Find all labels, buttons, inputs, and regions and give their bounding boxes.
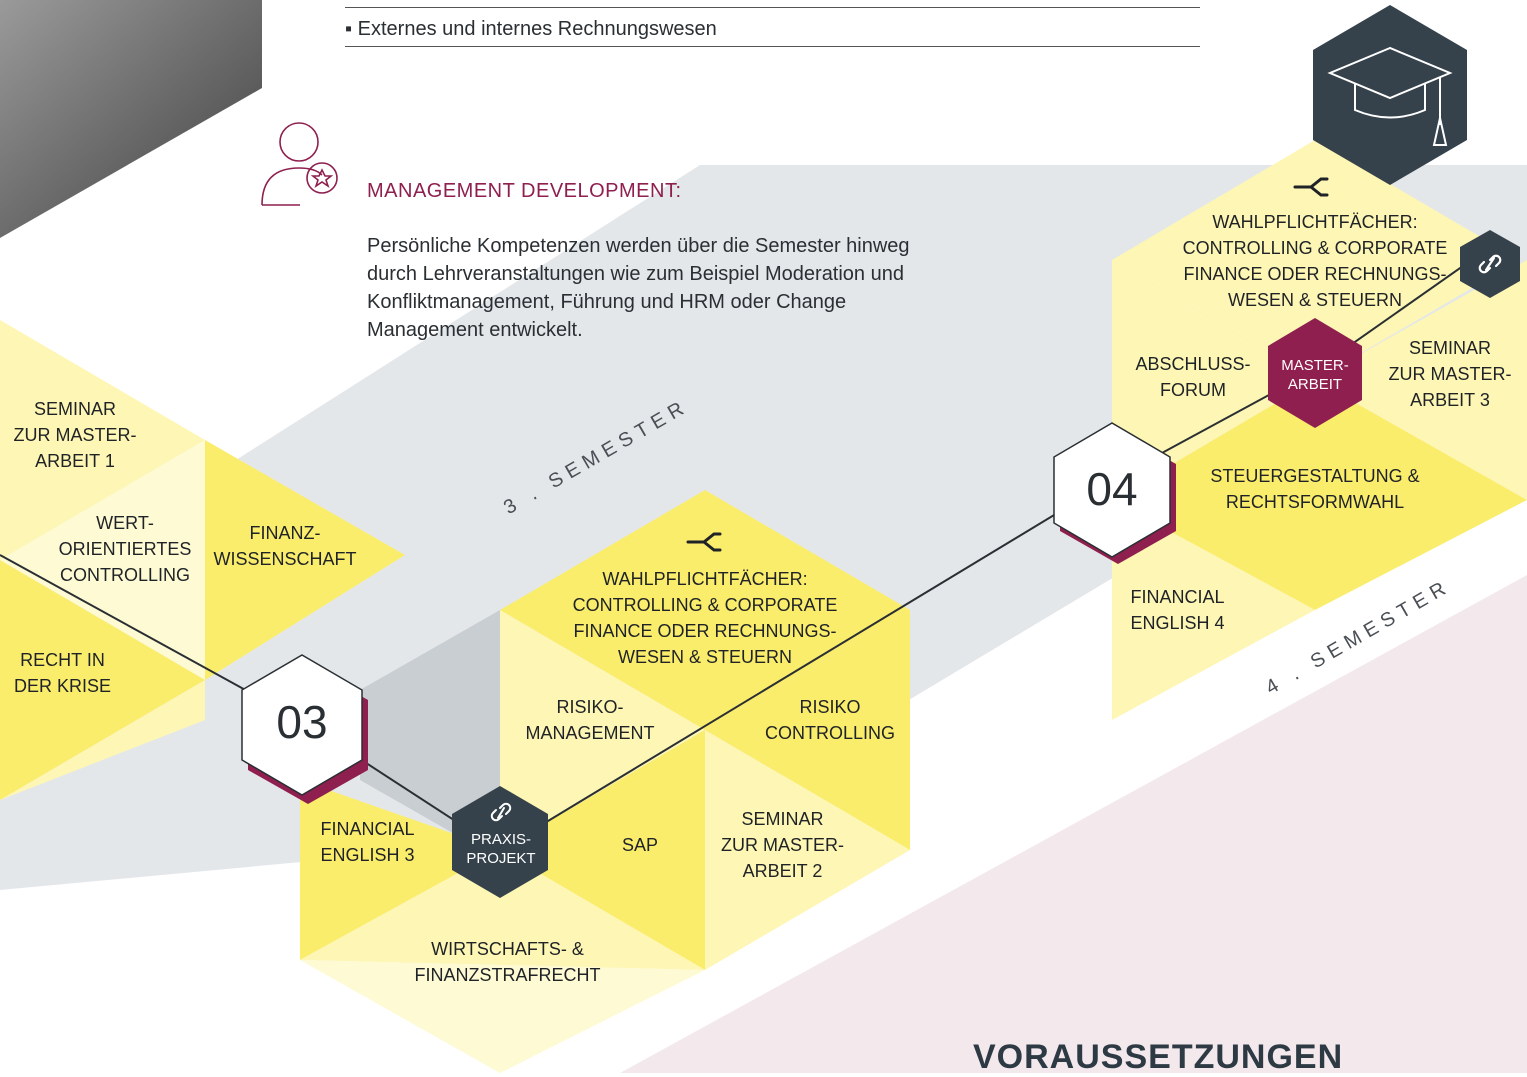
tri-abschluss (1112, 260, 1315, 500)
graduation-cap-icon (1327, 46, 1453, 146)
bullet-item: ▪ Externes und internes Rechnungswesen (345, 18, 717, 40)
tri-risikoman (500, 610, 705, 850)
divider-top (345, 7, 1200, 8)
hex-04 (1053, 422, 1171, 558)
tri-elective3-a (500, 490, 910, 610)
module-english3: FINANCIAL ENGLISH 3 (320, 819, 415, 865)
module-steuer: STEUERGESTALTUNG & RECHTSFORMWAHL (1210, 466, 1420, 512)
pink-background (620, 575, 1527, 1073)
tri-seminar3 (1315, 260, 1527, 500)
tri-finanz (205, 440, 405, 680)
tri-elective4-a (1112, 140, 1520, 260)
module-praxis: PRAXIS- PROJEKT (466, 831, 536, 867)
elective4: WAHLPFLICHTFÄCHER: CONTROLLING & CORPORA… (1182, 212, 1448, 310)
hex-master (1268, 318, 1362, 428)
module-seminar1: SEMINAR ZUR MASTER- ARBEIT 1 (13, 399, 137, 471)
module-seminar3: SEMINAR ZUR MASTER- ARBEIT 3 (1388, 338, 1512, 410)
module-english4: FINANCIAL ENGLISH 4 (1130, 587, 1225, 633)
tri-strafrecht-a (300, 850, 705, 970)
tri-recht-a (0, 560, 205, 800)
module-risikoman: RISIKO- MANAGEMENT (525, 697, 655, 743)
bullet-item-text: Externes und internes Rechnungswesen (357, 18, 717, 40)
tri-sap (500, 730, 705, 970)
link-icon (1478, 254, 1502, 274)
module-wert: WERT- ORIENTIERTES CONTROLLING (58, 513, 192, 585)
management-title: MANAGEMENT DEVELOPMENT: (367, 180, 682, 202)
tri-steuer (1112, 380, 1527, 610)
module-master: MASTER- ARBEIT (1281, 357, 1349, 393)
tri-english3 (300, 780, 500, 960)
module-risikocon: RISIKO CONTROLLING (764, 697, 896, 743)
link-icon-praxis (490, 802, 512, 822)
elective3: WAHLPFLICHTFÄCHER: CONTROLLING & CORPORA… (572, 569, 838, 667)
hex-praxis (452, 786, 548, 898)
module-finanz: FINANZ- WISSENSCHAFT (213, 523, 357, 569)
tri-elective3-b (500, 610, 910, 730)
photo-corner (0, 0, 262, 238)
semester4-number: 04 (1086, 463, 1138, 515)
tri-wert (0, 440, 205, 680)
management-text: Persönliche Kompetenzen werden über die … (367, 235, 910, 341)
module-strafrecht: WIRTSCHAFTS- & FINANZSTRAFRECHT (414, 939, 601, 985)
module-recht: RECHT IN DER KRISE (13, 650, 112, 696)
module-abschluss: ABSCHLUSS- FORUM (1135, 354, 1251, 400)
footer-heading: VORAUSSETZUNGEN (973, 1038, 1344, 1076)
person-star-icon (261, 122, 338, 206)
split-arrow-icon-sem4 (1293, 177, 1329, 197)
semester3-number: 03 (276, 696, 328, 748)
module-sap: SAP (621, 835, 659, 855)
divider-bottom (345, 46, 1200, 47)
tri-recht-b (0, 680, 205, 800)
hex-graduation (1313, 5, 1467, 185)
tri-risikocon (705, 610, 910, 850)
module-seminar2: SEMINAR ZUR MASTER- ARBEIT 2 (721, 809, 844, 881)
tri-english4 (1112, 500, 1315, 720)
split-arrow-icon (686, 532, 722, 552)
tri-seminar2 (705, 730, 910, 970)
tri-strafrecht-b (300, 960, 705, 1073)
grey-band-dark (360, 610, 500, 860)
tri-seminar1 (0, 320, 205, 560)
hex-03 (241, 654, 363, 796)
